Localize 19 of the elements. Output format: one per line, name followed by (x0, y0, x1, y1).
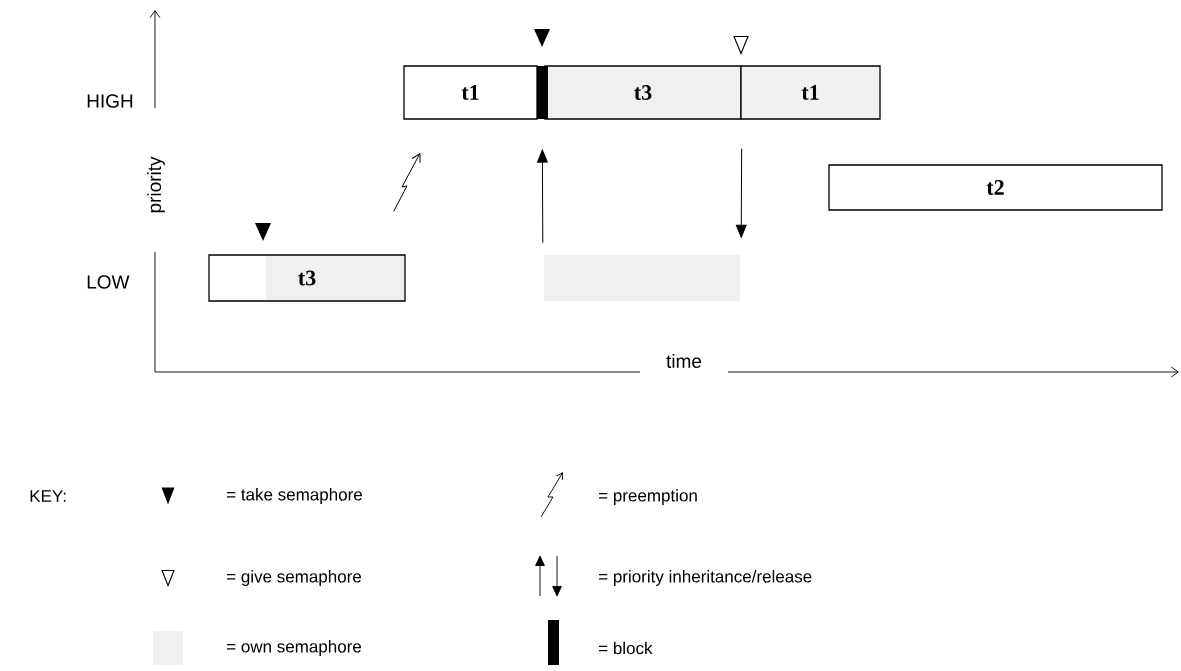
task-bar: t1 (403, 65, 538, 120)
legend-text: = preemption (599, 489, 697, 505)
priority-level-label: HIGH (87, 94, 133, 108)
task-bar: t1 (740, 65, 881, 120)
arrow (537, 149, 548, 244)
legend-text: = block (599, 641, 653, 655)
priority-level-label: LOW (87, 275, 130, 289)
legend-text: = own semaphore (227, 640, 362, 656)
task-bar: t3 (208, 254, 406, 302)
legend-text: = priority inheritance/release (599, 570, 812, 586)
task-bar: t2 (828, 164, 1163, 211)
axis-label: time (666, 354, 702, 368)
key-heading: KEY: (30, 490, 66, 502)
task-bar: t3 (544, 65, 742, 120)
legend-text: = take semaphore (227, 488, 362, 504)
arrow (735, 148, 747, 238)
axis-label: priority (147, 156, 165, 213)
legend-text: = give semaphore (227, 570, 362, 586)
arrow (393, 153, 421, 212)
